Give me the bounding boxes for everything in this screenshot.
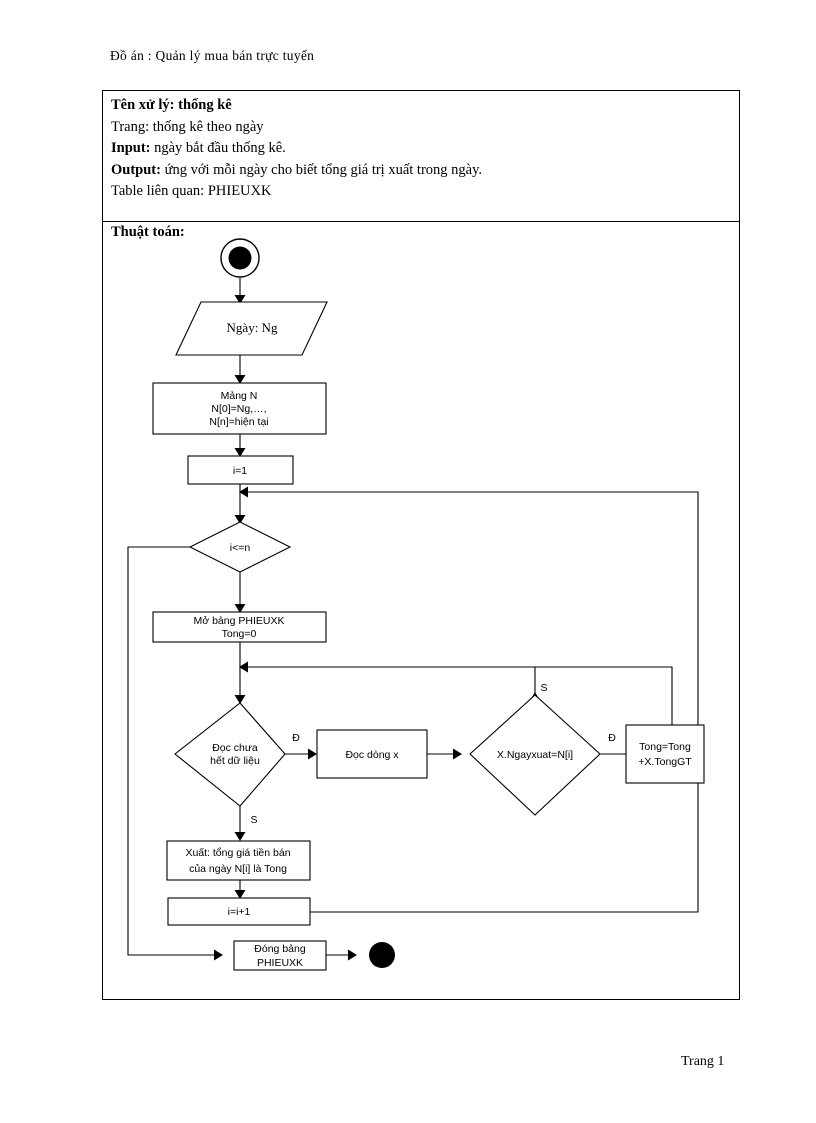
node-cond-eof-line2: hết dữ liệu [210,755,260,767]
connector-cond-false-to-close [127,546,221,956]
info-row-table: Table liên quan: PHIEUXK [111,181,740,203]
info-row-name: Tên xử lý: thống kê [111,95,740,117]
node-open-table: Mở bảng PHIEUXK Tong=0 [152,611,327,643]
info-label-table: Table liên quan: [111,183,205,199]
node-increment-label: i=i+1 [228,906,251,918]
node-start [220,238,260,278]
node-output: Xuất: tổng giá tiền bán của ngày N[i] là… [166,840,311,881]
info-label-name: Tên xử lý: [111,97,175,113]
branch-label-date-no: S [540,682,547,694]
info-value-output: ứng với mỗi ngày cho biết tổng giá trị x… [164,161,483,178]
node-read-row-label: Đọc dòng x [345,749,399,761]
branch-label-date-yes: Đ [608,732,616,744]
info-label-input: Input: [111,140,151,156]
node-cond-eof: Đọc chưa hết dữ liệu [174,702,286,807]
branch-label-eof-no: S [250,814,257,826]
info-row-input: Input: ngày bắt đầu thống kê. [111,138,740,160]
arrowhead-output [234,832,246,841]
node-read-row: Đọc dòng x [316,729,428,779]
node-input-day-label: Ngày: Ng [227,320,278,335]
node-array-n-line1: Mảng N [221,390,258,402]
node-open-table-line1: Mở bảng PHIEUXK [194,615,285,627]
connector-increment-to-cond-loop [241,491,699,913]
node-output-line1: Xuất: tổng giá tiền bán [185,847,290,859]
node-open-table-line2: Tong=0 [222,628,257,640]
page-footer-label: Trang 1 [681,1054,725,1069]
arrowhead-cond-date [453,748,462,760]
node-array-n: Mảng N N[0]=Ng,…, N[n]=hiện tại [152,382,327,435]
info-row-output: Output: ứng với mỗi ngày cho biết tổng g… [111,160,740,182]
node-accumulate-line1: Tong=Tong [639,741,691,753]
connector-accumulate-to-eof-loop [241,666,673,725]
algorithm-flowchart: Ngày: Ng Mảng N N[0]=Ng,…, N[n]=hiện tại… [127,238,705,971]
arrowhead-close-table [214,949,223,961]
info-label-page: Trang: [111,118,150,135]
branch-label-eof-yes: Đ [292,732,300,744]
node-cond-date: X.Ngayxuat=N[i] [469,694,601,816]
info-value-input: ngày bắt đầu thống kê. [154,140,286,156]
node-cond-i-le-n-label: i<=n [230,542,251,554]
arrowhead-read-row [308,748,317,760]
node-increment: i=i+1 [167,897,311,926]
node-close-table: Đóng bảng PHIEUXK [233,940,327,971]
info-label-output: Output: [111,161,161,178]
document-header-title: Đồ án : Quản lý mua bán trực tuyến [110,48,315,63]
node-init-i-label: i=1 [233,465,247,477]
info-value-name: thống kê [178,97,232,113]
node-cond-date-label: X.Ngayxuat=N[i] [497,749,573,761]
node-close-table-line2: PHIEUXK [257,957,303,969]
node-accumulate-line2: +X.TongGT [638,756,692,768]
node-cond-i-le-n: i<=n [188,521,292,573]
node-close-table-line1: Đóng bảng [254,943,306,955]
info-value-table: PHIEUXK [207,183,272,199]
info-row-page: Trang: thống kê theo ngày [111,117,740,139]
info-value-page: thống kê theo ngày [152,118,264,135]
arrowhead-end-node [348,949,357,961]
specification-frame [102,90,740,1000]
node-accumulate: Tong=Tong +X.TongGT [625,724,705,784]
node-input-day: Ngày: Ng [175,301,328,356]
node-end [369,942,395,968]
algorithm-section-label: Thuật toán: [111,224,185,240]
node-output-line2: của ngày N[i] là Tong [189,863,287,875]
node-cond-eof-line1: Đọc chưa [212,742,258,754]
node-init-i: i=1 [187,455,294,485]
process-info-block: Tên xử lý: thống kê Trang: thống kê theo… [102,90,740,222]
node-array-n-line3: N[n]=hiện tại [209,416,268,428]
node-array-n-line2: N[0]=Ng,…, [211,403,266,415]
